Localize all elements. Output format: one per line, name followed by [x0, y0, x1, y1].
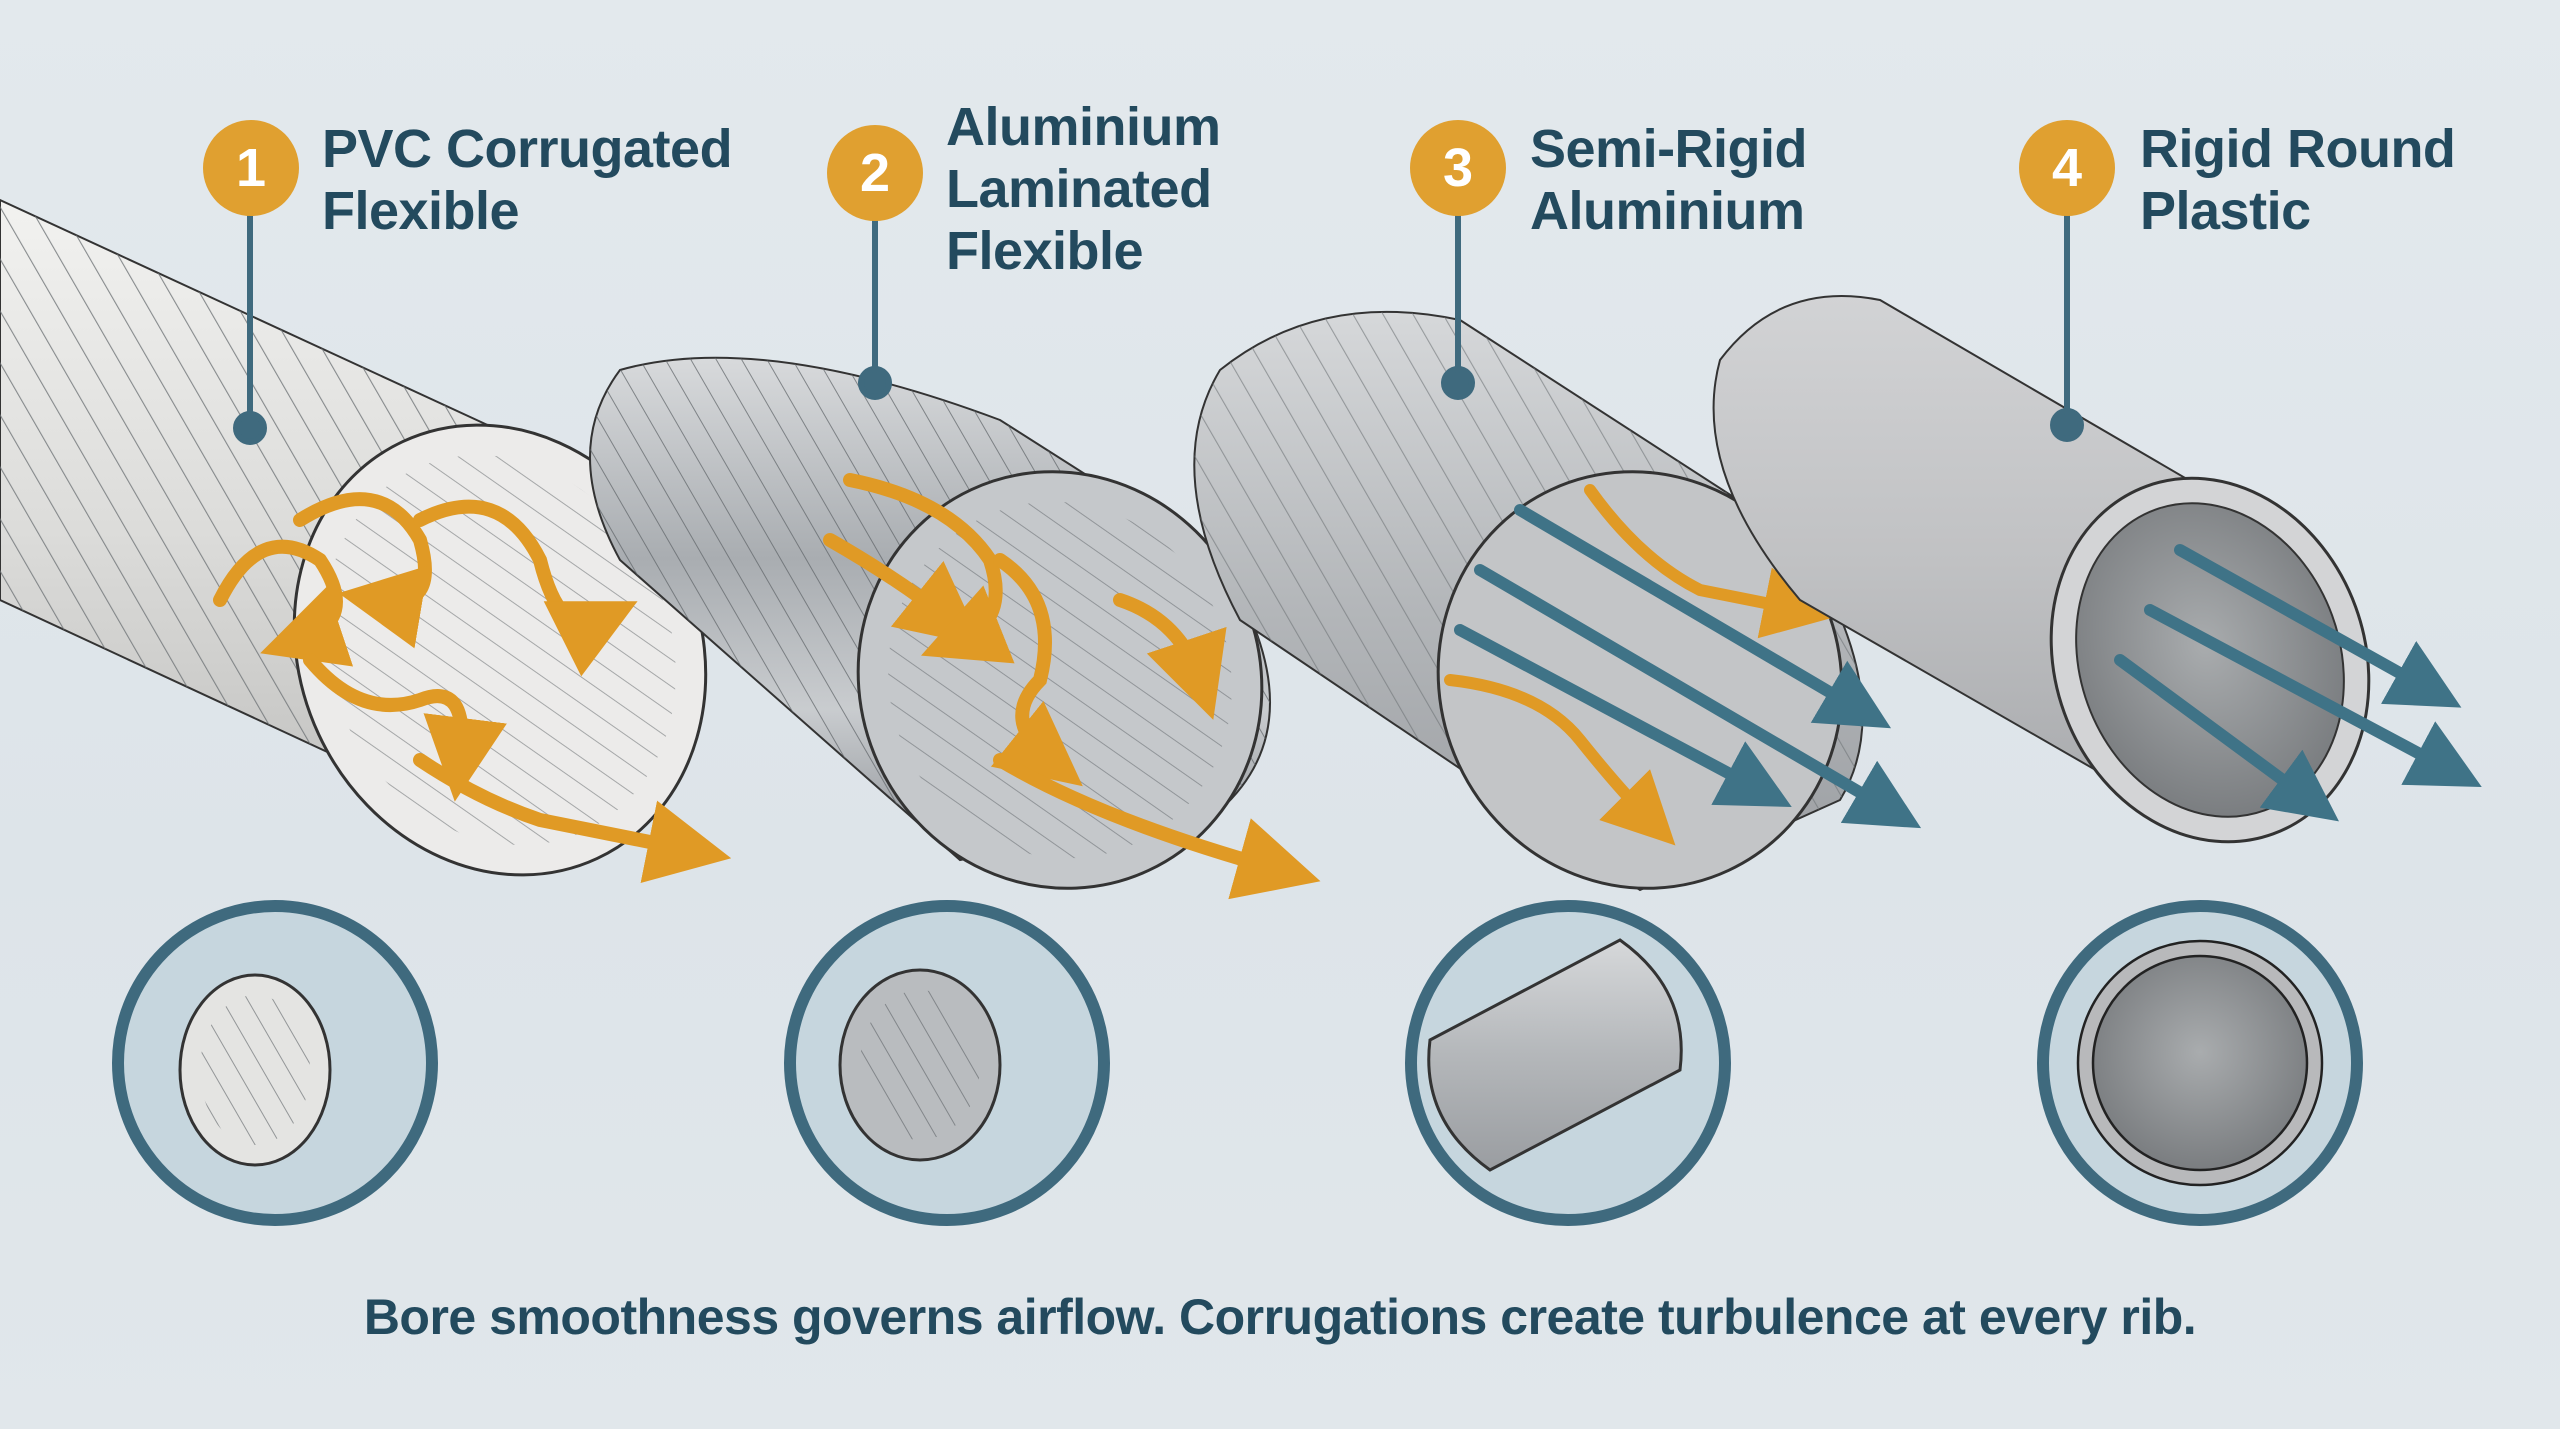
label-line: Semi-Rigid [1530, 119, 1808, 179]
pvc-detail-inset [112, 900, 438, 1226]
label-line: Aluminium [1530, 181, 1805, 241]
rigid-detail-inset [2037, 900, 2363, 1226]
detail-insets [112, 900, 2363, 1226]
semi-rigid-detail-inset [1405, 900, 1731, 1226]
callout-badge-1: 1 [203, 120, 299, 216]
caption: Bore smoothness governs airflow. Corruga… [363, 1289, 2197, 1345]
label-line: Plastic [2140, 181, 2311, 241]
label-line: Flexible [946, 221, 1144, 281]
label-line: Flexible [322, 181, 520, 241]
callout-badge-3: 3 [1410, 120, 1506, 216]
label-line: Rigid Round [2140, 119, 2456, 179]
callout-label-rigid-round: Rigid Round Plastic [2140, 118, 2456, 242]
label-line: Aluminium [946, 97, 1221, 157]
rigid-plastic-duct-illustration [1712, 295, 2482, 844]
callout-badge-4: 4 [2019, 120, 2115, 216]
aluminium-laminated-duct-illustration [589, 356, 1321, 900]
callout-label-pvc-corrugated: PVC Corrugated Flexible [322, 118, 733, 242]
callout-label-semi-rigid: Semi-Rigid Aluminium [1530, 118, 1808, 242]
callout-label-aluminium-laminated: Aluminium Laminated Flexible [946, 96, 1221, 282]
label-line: PVC Corrugated [322, 119, 733, 179]
label-line: Laminated [946, 159, 1212, 219]
semi-rigid-duct-illustration [1193, 310, 1922, 892]
leader-lines [233, 215, 2084, 445]
callout-badge-2: 2 [827, 125, 923, 221]
aluminium-detail-inset [784, 900, 1110, 1226]
pvc-duct-illustration [0, 198, 732, 883]
